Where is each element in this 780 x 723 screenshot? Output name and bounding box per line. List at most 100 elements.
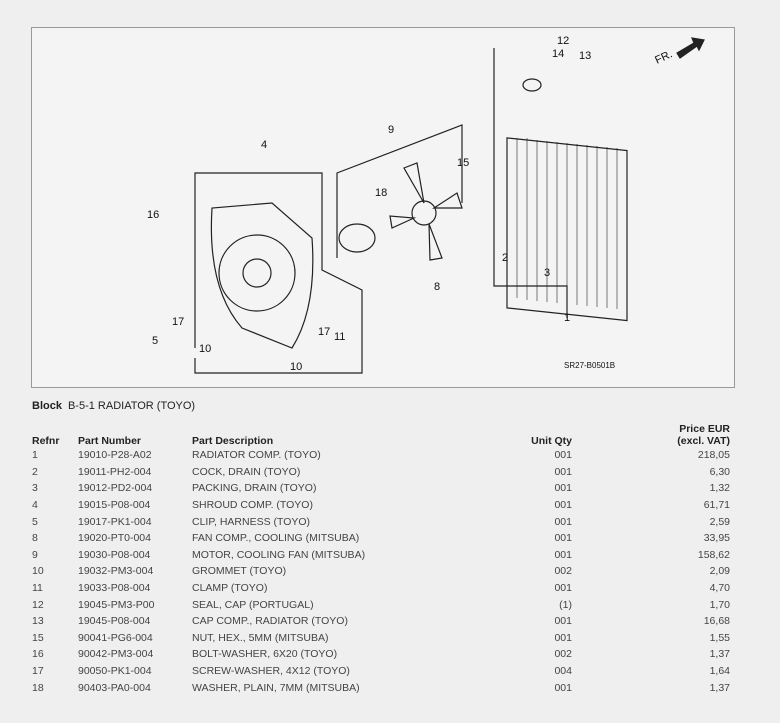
exploded-view-drawing: FR. SR27-B0501B 1 2 3 4 5 8 9 10 10 11 1… xyxy=(147,35,705,374)
price-header-line2: (excl. VAT) xyxy=(677,435,730,447)
part-number-cell: 90042-PM3-004 xyxy=(78,648,154,661)
part-number-cell: 19012-PD2-004 xyxy=(78,482,153,495)
callout-3: 3 xyxy=(544,267,550,279)
refnr-cell: 15 xyxy=(32,631,44,644)
refnr-cell: 4 xyxy=(32,499,38,512)
block-label: Block xyxy=(32,400,62,412)
description-cell: WASHER, PLAIN, 7MM (MITSUBA) xyxy=(192,681,360,694)
header-refnr: Refnr xyxy=(32,435,60,447)
qty-cell: 002 xyxy=(554,565,572,578)
refnr-cell: 1 xyxy=(32,449,38,462)
description-cell: SHROUD COMP. (TOYO) xyxy=(192,499,313,512)
qty-cell: 001 xyxy=(554,499,572,512)
refnr-cell: 18 xyxy=(32,681,44,694)
description-cell: NUT, HEX., 5MM (MITSUBA) xyxy=(192,631,329,644)
price-cell: 1,70 xyxy=(709,598,730,611)
part-number-cell: 90403-PA0-004 xyxy=(78,681,151,694)
refnr-cell: 17 xyxy=(32,665,44,678)
qty-cell: 001 xyxy=(554,582,572,595)
qty-cell: 001 xyxy=(554,482,572,495)
price-cell: 158,62 xyxy=(697,548,730,561)
description-cell: COCK, DRAIN (TOYO) xyxy=(192,465,301,478)
qty-cell: 004 xyxy=(554,665,572,678)
price-cell: 61,71 xyxy=(703,499,730,512)
fan-drawing xyxy=(338,162,463,261)
price-cell: 218,05 xyxy=(697,449,730,462)
callout-17a: 17 xyxy=(172,316,184,328)
callout-10b: 10 xyxy=(290,361,302,373)
callout-14: 14 xyxy=(552,48,564,60)
price-cell: 1,37 xyxy=(709,681,730,694)
description-cell: GROMMET (TOYO) xyxy=(192,565,287,578)
description-cell: MOTOR, COOLING FAN (MITSUBA) xyxy=(192,548,366,561)
block-value: B-5-1 RADIATOR (TOYO) xyxy=(67,400,196,412)
parts-diagram: FR. SR27-B0501B 1 2 3 4 5 8 9 10 10 11 1… xyxy=(31,27,735,388)
part-number-cell: 19011-PH2-004 xyxy=(78,465,152,478)
callout-8: 8 xyxy=(434,281,440,293)
qty-cell: (1) xyxy=(559,598,572,611)
description-cell: BOLT-WASHER, 6X20 (TOYO) xyxy=(192,648,338,661)
description-cell: RADIATOR COMP. (TOYO) xyxy=(192,449,321,462)
front-arrow-icon xyxy=(676,37,705,59)
qty-cell: 001 xyxy=(554,615,572,628)
part-number-cell: 19045-PM3-P00 xyxy=(78,598,155,611)
callout-17b: 17 xyxy=(318,326,330,338)
refnr-cell: 10 xyxy=(32,565,44,578)
table-row: 4 19015-P08-004 SHROUD COMP. (TOYO) 001 61,7… xyxy=(28,497,734,514)
part-number-cell: 19033-P08-004 xyxy=(78,582,151,595)
table-row: 3 19012-PD2-004 PACKING, DRAIN (TOYO) 001 1,… xyxy=(28,480,734,497)
callout-16: 16 xyxy=(147,209,159,221)
part-number-cell: 90041-PG6-004 xyxy=(78,631,153,644)
qty-cell: 001 xyxy=(554,465,572,478)
table-row: 16 90042-PM3-004 BOLT-WASHER, 6X20 (TOYO) 0… xyxy=(28,646,734,663)
callout-2: 2 xyxy=(502,252,508,264)
callout-9: 9 xyxy=(388,124,394,136)
part-number-cell: 19015-P08-004 xyxy=(78,499,151,512)
refnr-cell: 12 xyxy=(32,598,44,611)
callout-10a: 10 xyxy=(199,343,211,355)
diagram-code: SR27-B0501B xyxy=(564,361,615,370)
part-number-cell: 90050-PK1-004 xyxy=(78,665,152,678)
table-row: 17 90050-PK1-004 SCREW-WASHER, 4X12 (TOYO)… xyxy=(28,663,734,680)
qty-cell: 002 xyxy=(554,648,572,661)
header-qty: Unit Qty xyxy=(531,435,572,447)
block-title: Block B-5-1 RADIATOR (TOYO) xyxy=(32,400,195,412)
price-cell: 4,70 xyxy=(709,582,730,595)
part-number-cell: 19045-P08-004 xyxy=(78,615,151,628)
callout-18: 18 xyxy=(375,187,387,199)
part-number-cell: 19032-PM3-004 xyxy=(78,565,154,578)
price-cell: 1,32 xyxy=(709,482,730,495)
price-cell: 33,95 xyxy=(703,532,730,545)
description-cell: SCREW-WASHER, 4X12 (TOYO) xyxy=(192,665,350,678)
part-number-cell: 19020-PT0-004 xyxy=(78,532,151,545)
callout-5: 5 xyxy=(152,335,158,347)
table-row: 18 90403-PA0-004 WASHER, PLAIN, 7MM (MITSU… xyxy=(28,679,734,696)
qty-cell: 001 xyxy=(554,532,572,545)
part-number-cell: 19010-P28-A02 xyxy=(78,449,152,462)
callout-13: 13 xyxy=(579,50,591,62)
description-cell: FAN COMP., COOLING (MITSUBA) xyxy=(192,532,360,545)
qty-cell: 001 xyxy=(554,548,572,561)
parts-table: Refnr Part Number Part Description Unit … xyxy=(28,416,734,696)
callout-15: 15 xyxy=(457,157,469,169)
price-cell: 1,64 xyxy=(709,665,730,678)
refnr-cell: 3 xyxy=(32,482,38,495)
refnr-cell: 13 xyxy=(32,615,44,628)
refnr-cell: 11 xyxy=(32,582,43,595)
price-cell: 2,59 xyxy=(709,515,730,528)
refnr-cell: 16 xyxy=(32,648,44,661)
price-cell: 1,55 xyxy=(709,631,730,644)
price-cell: 6,30 xyxy=(709,465,730,478)
qty-cell: 001 xyxy=(554,515,572,528)
callout-1: 1 xyxy=(564,312,570,324)
refnr-cell: 9 xyxy=(32,548,38,561)
part-number-cell: 19017-PK1-004 xyxy=(78,515,152,528)
description-cell: PACKING, DRAIN (TOYO) xyxy=(192,482,317,495)
qty-cell: 001 xyxy=(554,681,572,694)
